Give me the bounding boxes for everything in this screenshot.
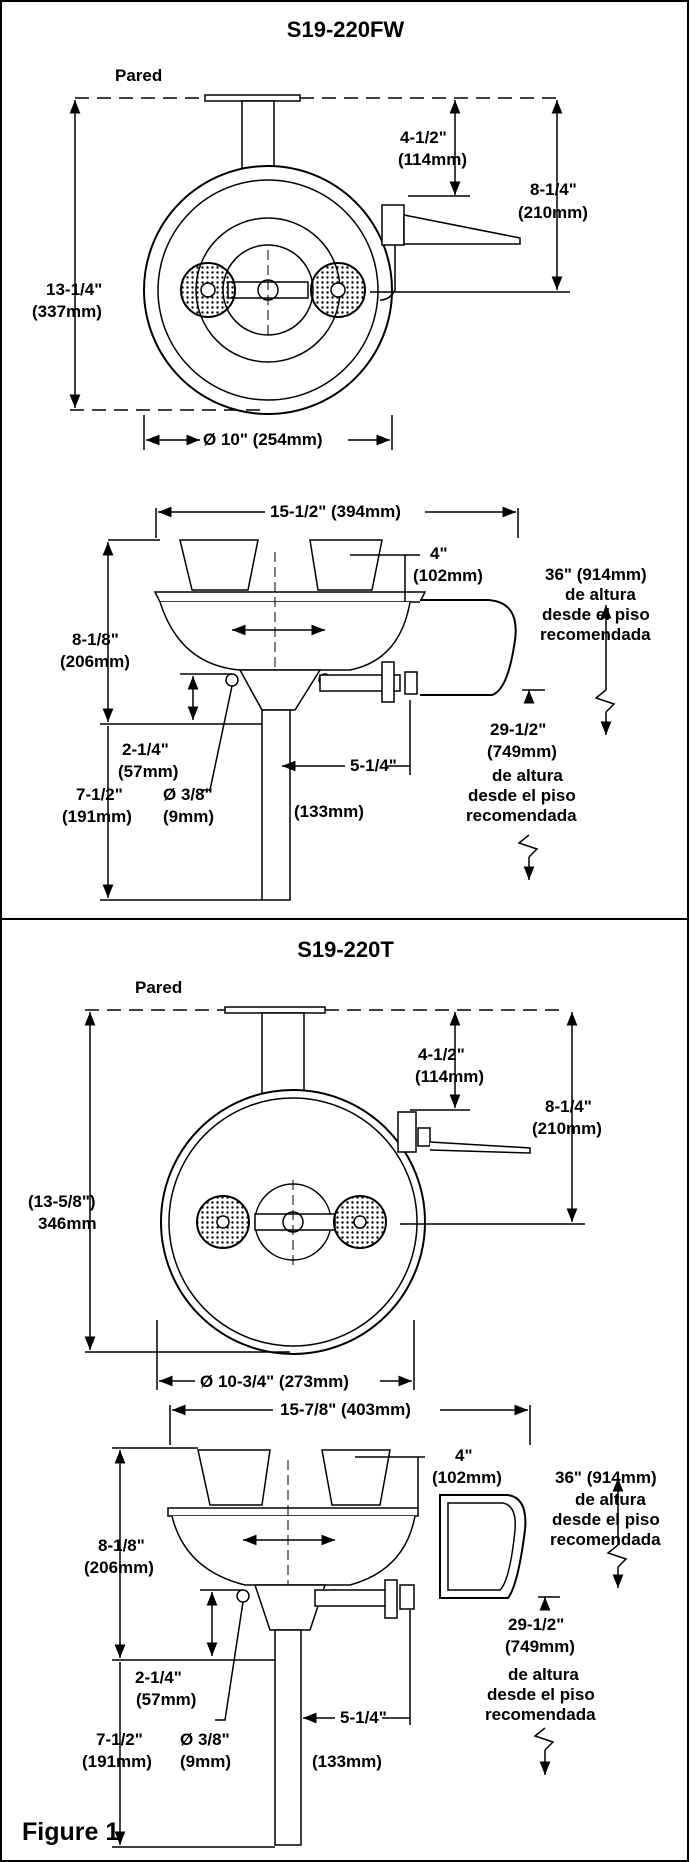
p2-paddle xyxy=(439,1494,527,1599)
p2-title: S19-220T xyxy=(297,937,394,962)
p1-head-l xyxy=(179,539,259,591)
p1-height-29-l3: de altura xyxy=(492,766,563,785)
p2-dim-7-5-mm: (191mm) xyxy=(82,1752,152,1771)
p1-dim-7-5: 7-1/2" xyxy=(76,785,123,804)
p1-dim-5-25-mm: (133mm) xyxy=(294,802,364,821)
p1-wall-plate xyxy=(204,94,301,102)
p2-top-view xyxy=(84,1006,585,1390)
p1-height-36-l2: de altura xyxy=(565,585,636,604)
p2-dim-8-25-mm: (210mm) xyxy=(532,1119,602,1138)
p1-dim-8-25: 8-1/4" xyxy=(530,180,577,199)
p1-dim-4: 4" xyxy=(430,544,448,563)
p2-dim-4: 4" xyxy=(455,1446,473,1465)
p1-dim-3-8-mm: (9mm) xyxy=(163,807,215,826)
p2-drain-pipe xyxy=(274,1629,302,1846)
p2-dim-8-125: 8-1/8" xyxy=(98,1536,145,1555)
p2-wall-label: Pared xyxy=(135,978,183,997)
p1-head-r xyxy=(309,539,383,591)
p2-height-36-l3: desde el piso xyxy=(552,1510,660,1529)
p2-height-29-l4: desde el piso xyxy=(487,1685,595,1704)
p2-dim-5-25-mm: (133mm) xyxy=(312,1752,382,1771)
p2-dim-13-625-mm: 346mm xyxy=(38,1214,97,1233)
p2-dim-width: 15-7/8" (403mm) xyxy=(280,1400,411,1419)
p1-bowl-inner xyxy=(157,179,379,401)
p2-dim-2-25: 2-1/4" xyxy=(135,1668,182,1687)
p2-dim-7-5: 7-1/2" xyxy=(96,1730,143,1749)
p2-bowl-side xyxy=(171,1515,416,1586)
p2-dim-3-8-mm: (9mm) xyxy=(180,1752,232,1771)
p1-dim-3-8: Ø 3/8" xyxy=(163,785,213,804)
p1-feed-pipe xyxy=(319,674,401,692)
p2-rim xyxy=(167,1507,419,1517)
p1-dim-4-5: 4-1/2" xyxy=(400,128,447,147)
p1-dim-4-mm: (102mm) xyxy=(413,566,483,585)
p2-dim-13-625: (13-5/8") xyxy=(28,1192,96,1211)
p1-handle xyxy=(403,214,521,245)
p2-height-29: 29-1/2" xyxy=(508,1615,565,1634)
p1-dim-diam: Ø 10" (254mm) xyxy=(203,430,323,449)
p1-rim xyxy=(153,591,427,603)
p1-side-view xyxy=(100,506,616,901)
p2-dim-4-5: 4-1/2" xyxy=(418,1045,465,1064)
p1-height-29-mm: (749mm) xyxy=(487,742,557,761)
p1-dim-8-125: 8-1/8" xyxy=(72,630,119,649)
p1-height-29-l4: desde el piso xyxy=(468,786,576,805)
p2-dim-8-125-mm: (206mm) xyxy=(84,1558,154,1577)
p1-supply xyxy=(379,245,396,301)
p1-paddle xyxy=(420,599,517,696)
p2-height-36-l4: recomendada xyxy=(550,1530,661,1549)
p1-dim-13-25-mm: (337mm) xyxy=(32,302,102,321)
p2-dim-3-8: Ø 3/8" xyxy=(180,1730,230,1749)
p2-height-29-l5: recomendada xyxy=(485,1705,596,1724)
p1-dim-8-125-mm: (206mm) xyxy=(60,652,130,671)
p1-dim-2-25-mm: (57mm) xyxy=(118,762,179,781)
p1-wall-label: Pared xyxy=(115,66,163,85)
p2-dim-4-5-mm: (114mm) xyxy=(415,1067,484,1086)
p1-dim-4-5-mm: (114mm) xyxy=(398,150,467,169)
p1-dim-2-25: 2-1/4" xyxy=(122,740,169,759)
p2-dim-2-25-mm: (57mm) xyxy=(136,1690,197,1709)
p1-height-36-l4: recomendada xyxy=(540,625,651,644)
p1-height-29: 29-1/2" xyxy=(490,720,547,739)
p2-side-view xyxy=(112,1404,628,1850)
p2-valve-body xyxy=(397,1111,417,1153)
p1-dim-7-5-mm: (191mm) xyxy=(62,807,132,826)
p2-dim-8-25: 8-1/4" xyxy=(545,1097,592,1116)
p2-dim-diam: Ø 10-3/4" (273mm) xyxy=(200,1372,349,1391)
p1-height-36-l3: desde el piso xyxy=(542,605,650,624)
p2-handle xyxy=(429,1141,531,1154)
p1-dim-5-25: 5-1/4" xyxy=(350,756,397,775)
p1-dim-13-25: 13-1/4" xyxy=(46,280,103,299)
p1-top-view xyxy=(69,94,570,450)
p2-height-36-l2: de altura xyxy=(575,1490,646,1509)
p2-height-29-mm: (749mm) xyxy=(505,1637,575,1656)
p1-height-29-l5: recomendada xyxy=(466,806,577,825)
p2-height-36: 36" (914mm) xyxy=(555,1468,657,1487)
p1-height-36: 36" (914mm) xyxy=(545,565,647,584)
p2-dim-4-mm: (102mm) xyxy=(432,1468,502,1487)
p1-bowl-side xyxy=(159,601,411,671)
p2-height-29-l3: de altura xyxy=(508,1665,579,1684)
p1-dim-width: 15-1/2" (394mm) xyxy=(270,502,401,521)
p1-drain-body xyxy=(238,669,322,711)
panel-s19-220t xyxy=(0,918,689,1862)
p2-dim-5-25: 5-1/4" xyxy=(340,1708,387,1727)
p1-dim-8-25-mm: (210mm) xyxy=(518,203,588,222)
p1-valve-body xyxy=(381,204,405,246)
p1-title: S19-220FW xyxy=(286,17,405,42)
p1-drain-pipe xyxy=(261,709,291,901)
figure-label: Figure 1 xyxy=(22,1818,120,1846)
p2-wall-plate xyxy=(224,1006,326,1014)
